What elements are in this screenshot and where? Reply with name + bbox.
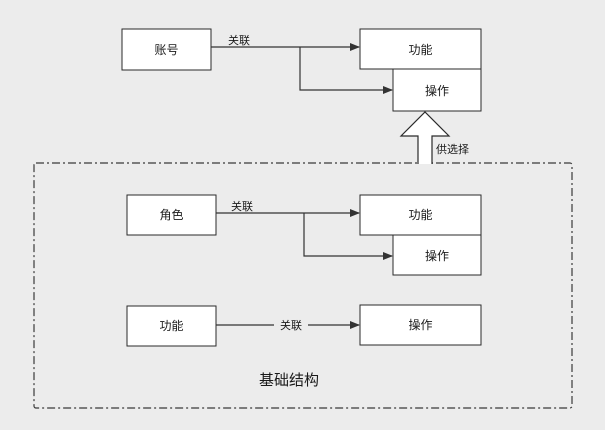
account-link-label: 关联 — [228, 33, 250, 47]
supply-label: 供选择 — [436, 142, 469, 156]
top-operation-node[interactable]: 操作 — [392, 68, 482, 112]
account-node-label: 账号 — [154, 43, 178, 57]
function-node[interactable]: 功能 — [126, 305, 217, 347]
role-link-label: 关联 — [231, 199, 253, 213]
base-structure-container — [33, 162, 573, 409]
role-node[interactable]: 角色 — [126, 194, 217, 236]
supply-arrow — [399, 111, 451, 164]
function-node-label: 功能 — [159, 319, 183, 333]
account-node[interactable]: 账号 — [121, 28, 212, 71]
top-function-node-label: 功能 — [408, 43, 432, 57]
base-operation-node-label: 操作 — [408, 317, 432, 332]
role-function-node[interactable]: 功能 — [359, 194, 482, 236]
base-structure-title: 基础结构 — [259, 371, 319, 389]
role-to-operation-edge — [303, 213, 393, 260]
role-operation-node[interactable]: 操作 — [392, 234, 482, 276]
top-operation-node-label: 操作 — [425, 83, 449, 98]
edge-label-background — [274, 318, 308, 332]
role-function-node-label: 功能 — [408, 208, 432, 222]
account-to-operation-edge — [299, 47, 393, 94]
top-function-node[interactable]: 功能 — [359, 28, 482, 70]
base-operation-node[interactable]: 操作 — [359, 304, 482, 346]
role-operation-node-label: 操作 — [425, 248, 449, 263]
function-link-label: 关联 — [280, 318, 302, 332]
role-node-label: 角色 — [159, 208, 183, 222]
